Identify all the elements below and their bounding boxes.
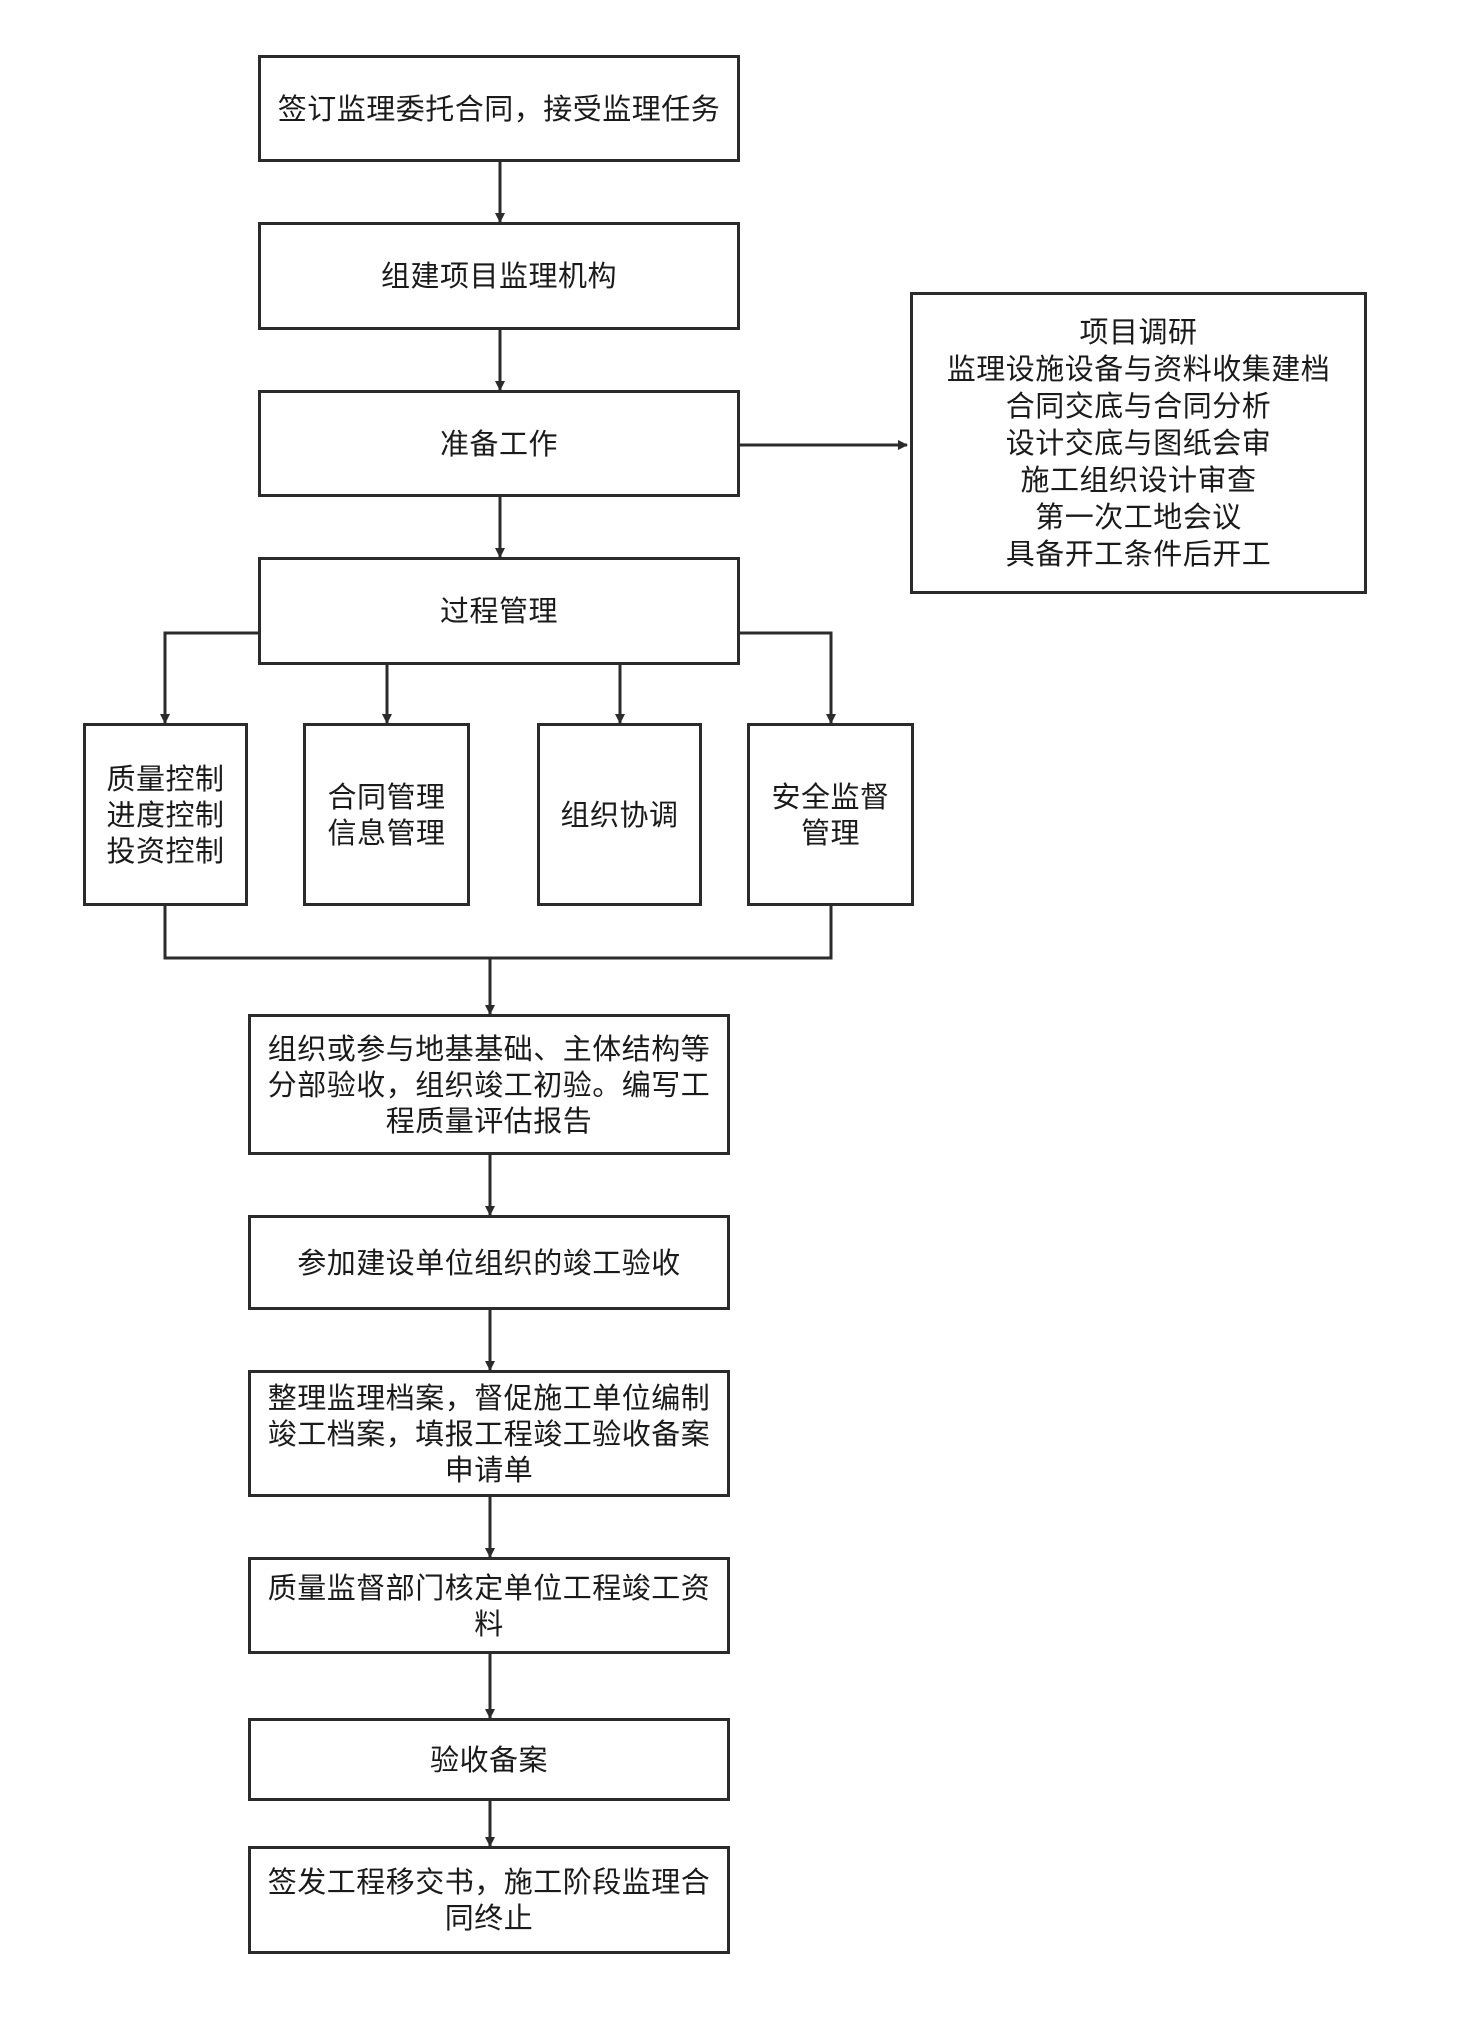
node-text: 信息管理 — [327, 815, 446, 850]
node-text: 签发工程移交书，施工阶段监理合 — [267, 1865, 711, 1899]
node-text: 管理 — [800, 815, 860, 850]
step-quality-verification: 质量监督部门核定单位工程竣工资 料 — [248, 1557, 730, 1654]
node-text: 过程管理 — [439, 594, 558, 628]
node-text: 组织协调 — [560, 797, 679, 832]
node-text: 第一次工地会议 — [1035, 499, 1242, 534]
branch-safety-supervision: 安全监督 管理 — [747, 723, 914, 906]
step-sign-contract: 签订监理委托合同，接受监理任务 — [258, 55, 740, 162]
arrow-n4-b4 — [740, 631, 836, 724]
step-set-up-organization: 组建项目监理机构 — [258, 222, 740, 330]
node-text: 准备工作 — [439, 426, 558, 461]
node-text: 同终止 — [444, 1901, 534, 1935]
node-text: 具备开工条件后开工 — [1005, 536, 1272, 571]
node-text: 组建项目监理机构 — [380, 259, 617, 293]
step-preparation: 准备工作 — [258, 390, 740, 497]
node-text: 料 — [474, 1606, 504, 1641]
node-text: 整理监理档案，督促施工单位编制 — [267, 1380, 711, 1415]
arrow-n4-b1 — [160, 631, 258, 724]
node-text: 签订监理委托合同，接受监理任务 — [277, 91, 721, 126]
node-text: 进度控制 — [106, 797, 225, 832]
step-archive-organization: 整理监理档案，督促施工单位编制 竣工档案，填报工程竣工验收备案 申请单 — [248, 1370, 730, 1497]
node-text: 安全监督 — [771, 779, 890, 814]
node-text: 组织或参与地基基础、主体结构等 — [267, 1031, 711, 1066]
step-handover-termination: 签发工程移交书，施工阶段监理合 同终止 — [248, 1846, 730, 1954]
node-text: 施工组织设计审查 — [1020, 462, 1257, 497]
node-text: 合同交底与合同分析 — [1005, 388, 1272, 423]
node-text: 程质量评估报告 — [385, 1103, 593, 1138]
merge-line — [163, 906, 833, 960]
node-text: 项目调研 — [1079, 314, 1198, 349]
step-completion-acceptance: 参加建设单位组织的竣工验收 — [248, 1215, 730, 1310]
node-text: 分部验收，组织竣工初验。编写工 — [267, 1067, 711, 1102]
node-text: 参加建设单位组织的竣工验收 — [297, 1245, 681, 1280]
step-sub-acceptance: 组织或参与地基基础、主体结构等 分部验收，组织竣工初验。编写工 程质量评估报告 — [248, 1014, 730, 1155]
node-text: 竣工档案，填报工程竣工验收备案 — [267, 1416, 711, 1451]
node-text: 质量控制 — [106, 761, 225, 796]
branch-quality-progress-investment: 质量控制 进度控制 投资控制 — [83, 723, 248, 906]
node-text: 设计交底与图纸会审 — [1005, 425, 1272, 460]
node-text: 合同管理 — [327, 779, 446, 814]
node-text: 监理设施设备与资料收集建档 — [946, 351, 1331, 386]
node-text: 验收备案 — [429, 1742, 548, 1777]
preparation-details-box: 项目调研 监理设施设备与资料收集建档 合同交底与合同分析 设计交底与图纸会审 施… — [910, 292, 1367, 594]
branch-coordination: 组织协调 — [537, 723, 702, 906]
step-process-management: 过程管理 — [258, 557, 740, 665]
node-text: 质量监督部门核定单位工程竣工资 — [267, 1570, 711, 1605]
node-text: 投资控制 — [106, 833, 225, 868]
step-acceptance-filing: 验收备案 — [248, 1718, 730, 1801]
node-text: 申请单 — [444, 1452, 534, 1487]
branch-contract-information: 合同管理 信息管理 — [303, 723, 470, 906]
